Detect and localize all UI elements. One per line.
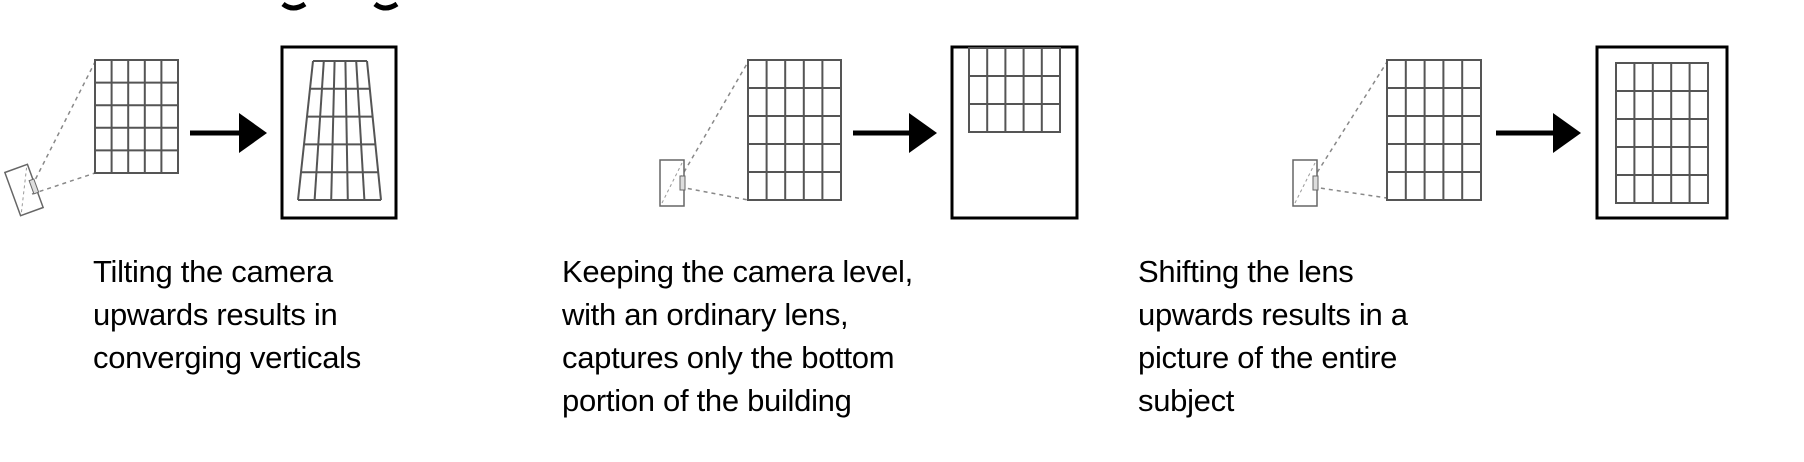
vertical-line [330,60,336,201]
caption-line: converging verticals [93,340,361,375]
captured-building-outline [1615,62,1709,204]
building-outline [747,59,842,201]
camera-lens [679,175,686,191]
panel-tilt-figure [3,45,398,220]
caption-level: Keeping the camera level, with an ordina… [562,250,913,422]
captured-building-portion-outline [968,47,1061,133]
building [747,59,842,201]
camera-icon [3,61,96,217]
caption-line: captures only the bottom [562,340,895,375]
building-outline [1386,59,1482,201]
camera-diagonal [661,162,683,204]
caption-line: upwards results in [93,297,338,332]
caption-line: picture of the entire [1138,340,1398,375]
camera-body [3,163,45,217]
view-line-bottom [31,172,96,195]
clipped-title-fragment [281,1,399,11]
caption-line: Keeping the camera level, [562,254,913,289]
photo-frame [280,45,398,220]
view-line-top [679,61,749,180]
caption-line: portion of the building [562,383,852,418]
caption-line: with an ordinary lens, [562,297,849,332]
caption-line: upwards results in a [1138,297,1408,332]
camera-body [1292,159,1319,207]
captured-building-portion [968,47,1061,133]
camera-icon [659,61,749,207]
vertical-line [366,60,382,201]
vertical-line [313,60,325,201]
view-line-top [1312,61,1388,180]
panel-level-figure [659,45,1079,220]
arrow-head-icon [909,113,937,153]
camera-icon [1292,61,1388,207]
vertical-line [344,60,349,201]
camera-diagonal [1294,162,1316,204]
camera-body [659,159,686,207]
caption-line: subject [1138,383,1235,418]
camera-lens [28,178,40,195]
photo-frame [1595,45,1729,220]
caption-line: Tilting the camera [93,254,333,289]
arrow-head-icon [1553,113,1581,153]
view-line-bottom [679,186,749,201]
caption-shift: Shifting the lens upwards results in a p… [1138,250,1408,422]
view-line-top [31,61,96,187]
caption-line: Shifting the lens [1138,254,1354,289]
panel-shift-figure [1292,45,1729,220]
vertical-line [297,60,314,201]
vertical-line [355,60,366,201]
building [1386,59,1482,201]
caption-tilt: Tilting the camera upwards results in co… [93,250,361,379]
captured-building [1615,62,1709,204]
camera-diagonal [20,167,28,213]
building [94,59,179,174]
arrow-head-icon [239,113,267,153]
building-outline [94,59,179,174]
view-line-bottom [1312,186,1388,199]
camera-lens [1312,175,1319,191]
converging-building [297,60,382,201]
